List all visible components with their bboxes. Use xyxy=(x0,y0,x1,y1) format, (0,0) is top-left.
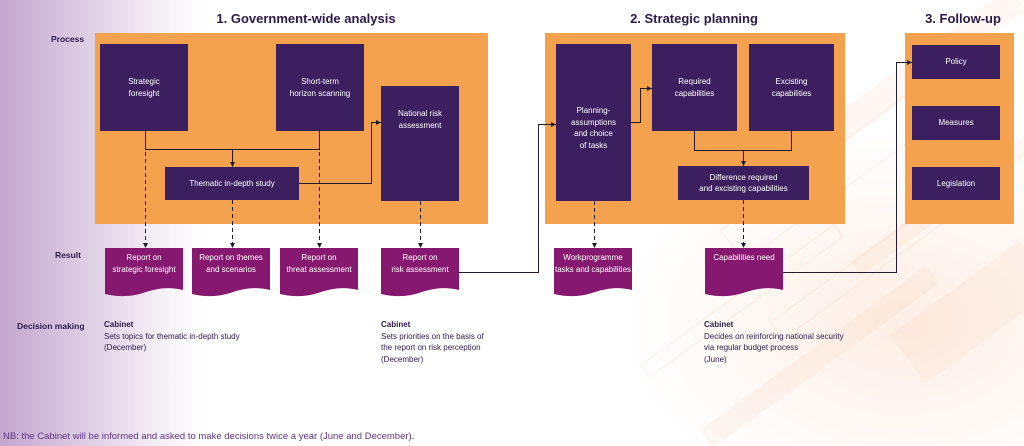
document-shape xyxy=(381,248,459,297)
document-shape-fill xyxy=(705,248,783,297)
short-term-horizon-scanning-label: horizon scanning xyxy=(289,88,351,98)
planning-assumptions-label: of tasks xyxy=(579,140,608,150)
measures-box: Measures xyxy=(912,106,1000,140)
footnote: NB: the Cabinet will be informed and ask… xyxy=(3,431,415,442)
decision-actor: Cabinet xyxy=(381,320,411,329)
decision-text-line: the report on risk perception xyxy=(381,343,481,352)
report-label-line: Report on xyxy=(301,253,337,262)
workprogramme-label: Workprogramme tasks and capabilities xyxy=(554,252,632,275)
document-shape xyxy=(705,248,783,297)
decision-text-line: Sets priorities on the basis of xyxy=(381,331,484,341)
document-shape xyxy=(554,248,632,297)
decision-actor: Cabinet xyxy=(704,320,734,329)
difference-capabilities-box: Difference required and excisting capabi… xyxy=(678,166,809,200)
report-label-line: Workprogramme xyxy=(563,253,623,262)
required-capabilities-box: Required capabilities xyxy=(652,44,737,131)
planning-assumptions-label: assumptions xyxy=(571,117,616,127)
difference-capabilities-label: and excisting capabilities xyxy=(699,184,788,193)
document-shape xyxy=(192,248,270,297)
themes-scenarios-report-label: Report on themes and scenarios xyxy=(192,252,270,275)
document-shape-fill xyxy=(280,248,358,297)
texture-shape xyxy=(890,240,1024,384)
planning-assumptions-box: Planning- assumptions and choice of task… xyxy=(556,44,631,201)
report-label-line: and scenarios xyxy=(206,264,256,274)
follow-up-column-title: 3. Follow-up xyxy=(925,11,1001,26)
planning-column-title: 2. Strategic planning xyxy=(630,11,758,26)
decision-risk-priorities: Cabinet Sets priorities on the basis of … xyxy=(381,319,484,365)
result-row-label: Result xyxy=(55,250,81,260)
national-risk-assessment-label: National risk xyxy=(397,109,442,118)
difference-capabilities-label: Difference required xyxy=(709,172,778,182)
report-label-line: Report on themes xyxy=(199,253,263,262)
capabilities-need-document: Capabilities need xyxy=(705,248,783,297)
report-label-line: threat assessment xyxy=(286,264,352,274)
threat-assessment-report: Report on threat assessment xyxy=(280,248,358,297)
required-capabilities-label: capabilities xyxy=(674,88,715,98)
analysis-column-title: 1. Government-wide analysis xyxy=(216,11,396,26)
strategic-foresight-box: Strategic foresight xyxy=(100,44,188,131)
strategic-foresight-report: Report on strategic foresight xyxy=(105,248,183,297)
decision-text-line: Sets topics for thematic in-depth study xyxy=(104,331,240,341)
decision-text-line: (December) xyxy=(381,354,424,364)
strategic-foresight-label: Strategic xyxy=(128,77,160,86)
legislation-label: Legislation xyxy=(936,178,976,188)
report-label-line: Report on xyxy=(126,253,162,262)
excisting-capabilities-label: capabilities xyxy=(771,88,812,98)
excisting-capabilities-box: Excisting capabilities xyxy=(749,44,834,131)
strategic-foresight-label: foresight xyxy=(128,88,160,98)
thematic-study-box: Thematic in-depth study xyxy=(165,167,299,200)
short-term-horizon-scanning-box: Short-term horizon scanning xyxy=(276,44,364,131)
decision-text-line: (December) xyxy=(104,343,147,352)
document-shape xyxy=(105,248,183,297)
decision-budget: Cabinet Decides on reinforcing national … xyxy=(704,319,844,365)
report-label-line: risk assessment xyxy=(391,264,449,274)
decision-making-row-label: Decision making xyxy=(17,321,85,331)
decision-actor: Cabinet xyxy=(104,320,134,329)
required-capabilities-label: Required xyxy=(678,77,711,86)
decision-text-line: (June) xyxy=(704,354,727,364)
document-shape-fill xyxy=(381,248,459,297)
threat-assessment-report-label: Report on threat assessment xyxy=(280,252,358,275)
national-risk-assessment-label: assessment xyxy=(398,120,442,130)
risk-assessment-report: Report on risk assessment xyxy=(381,248,459,297)
document-shape-fill xyxy=(105,248,183,297)
report-label-line: strategic foresight xyxy=(112,264,176,274)
document-shape-fill xyxy=(554,248,632,297)
planning-assumptions-label: Planning- xyxy=(576,106,611,115)
measures-label: Measures xyxy=(938,118,974,128)
document-shape-fill xyxy=(192,248,270,297)
decision-analysis: Cabinet Sets topics for thematic in-dept… xyxy=(104,319,240,354)
decision-text-line: Decides on reinforcing national security xyxy=(704,331,844,341)
risk-assessment-report-label: Report on risk assessment xyxy=(381,252,459,275)
report-label-line: Report on xyxy=(402,253,438,262)
policy-label: Policy xyxy=(945,57,967,67)
decision-text-line: via regular budget process xyxy=(704,343,799,352)
planning-assumptions-label: and choice xyxy=(574,129,613,138)
national-risk-assessment-box: National risk assessment xyxy=(381,86,459,201)
workprogramme-document: Workprogramme tasks and capabilities xyxy=(554,248,632,297)
document-shape xyxy=(280,248,358,297)
legislation-box: Legislation xyxy=(912,167,1000,200)
report-label-line: Capabilities need xyxy=(713,253,775,262)
strategic-foresight-report-label: Report on strategic foresight xyxy=(105,252,183,275)
report-label-line: tasks and capabilities xyxy=(554,264,632,274)
short-term-horizon-scanning-label: Short-term xyxy=(301,77,339,86)
policy-box: Policy xyxy=(912,45,1000,79)
thematic-study-label: Thematic in-depth study xyxy=(189,178,275,188)
process-row-label: Process xyxy=(51,34,85,44)
capabilities-need-label: Capabilities need xyxy=(705,252,783,264)
excisting-capabilities-label: Excisting xyxy=(775,77,808,86)
themes-scenarios-report: Report on themes and scenarios xyxy=(192,248,270,297)
